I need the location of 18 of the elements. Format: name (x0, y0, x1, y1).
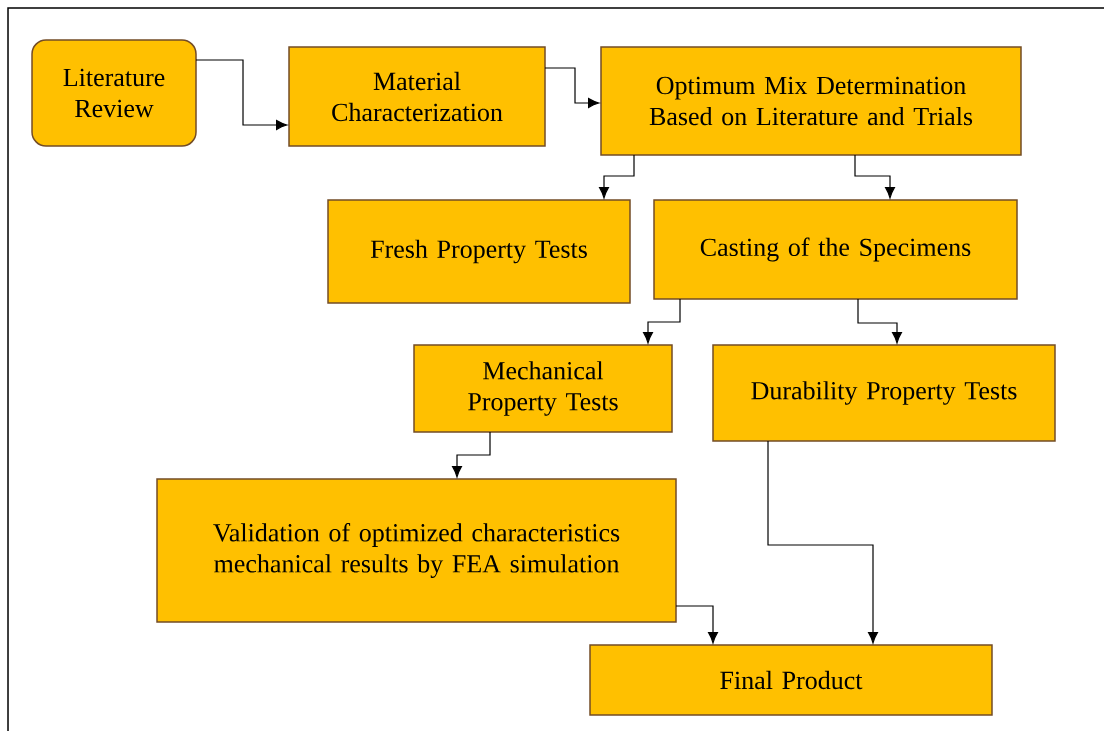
process-box: Literature Review (31, 39, 197, 147)
arrow (195, 59, 288, 130)
arrow (675, 605, 718, 644)
arrow (767, 440, 878, 644)
arrow (599, 154, 635, 199)
process-box: Mechanical Property Tests (413, 344, 673, 433)
arrow (544, 67, 600, 108)
arrow (854, 154, 895, 199)
process-box: Durability Property Tests (712, 344, 1056, 442)
process-box: Fresh Property Tests (327, 199, 631, 304)
process-box: Validation of optimized characteristics mechanical results by FEA simulation (156, 478, 677, 623)
arrow (857, 298, 902, 344)
process-box: Casting of the Specimens (653, 199, 1018, 300)
process-box: Final Product (589, 644, 993, 716)
arrow (452, 431, 491, 478)
process-box: Optimum Mix Determination Based on Literature and Trials (600, 46, 1022, 156)
arrow (643, 298, 681, 344)
process-box: Material Characterization (288, 46, 546, 147)
